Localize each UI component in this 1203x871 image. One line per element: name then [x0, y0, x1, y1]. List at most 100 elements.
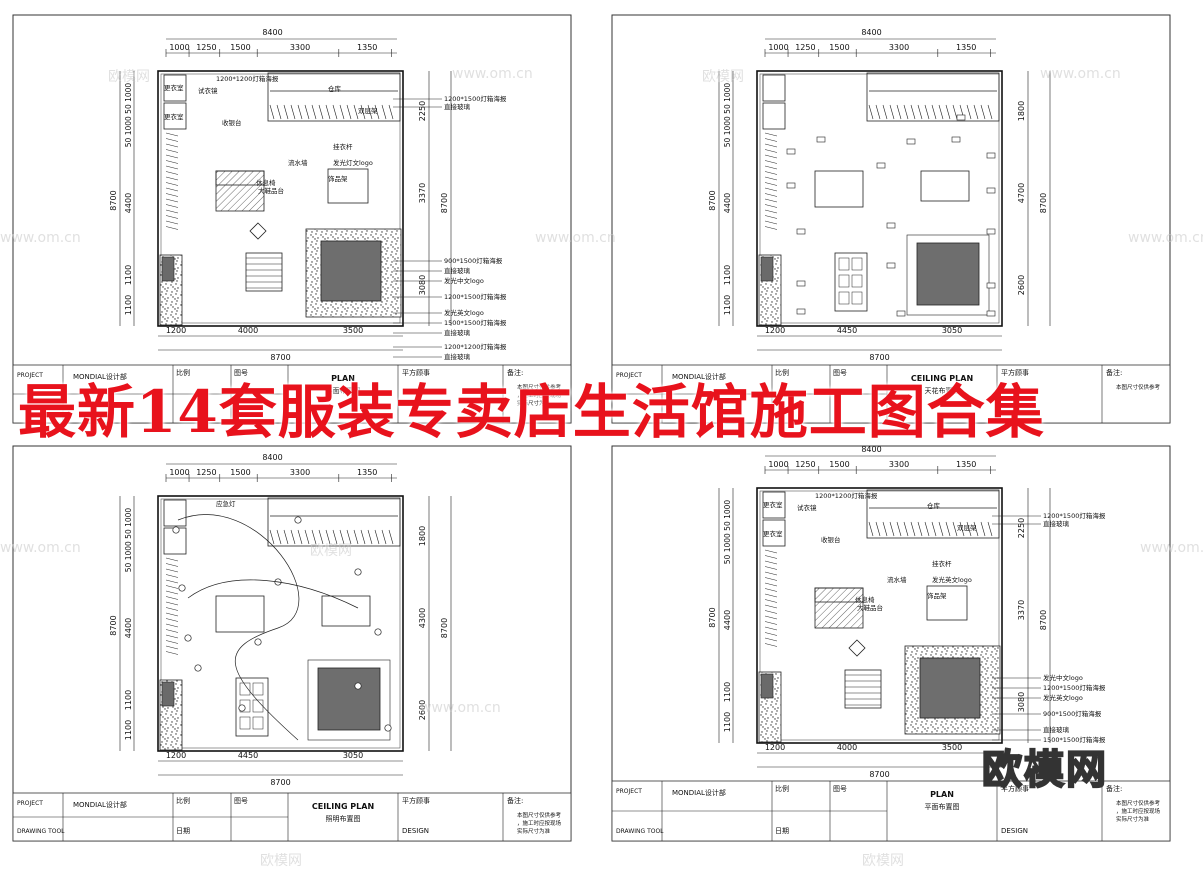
downlight-icon	[876, 162, 886, 169]
accessory-table	[327, 168, 369, 204]
downlight-icon	[906, 138, 916, 145]
dimension-label: 1100	[723, 295, 732, 315]
title-block-field: 比例	[775, 784, 789, 793]
plan-line	[165, 590, 179, 595]
annotation-label: 挂衣杆	[932, 559, 952, 568]
plan-line	[764, 143, 778, 148]
bench	[814, 587, 864, 603]
plan-line	[764, 577, 778, 581]
plan-line	[764, 154, 778, 159]
annotation-label: 直接玻璃	[444, 352, 471, 361]
plan-line	[346, 529, 352, 545]
downlight-icon	[886, 262, 896, 269]
fitting-room	[762, 491, 786, 519]
title-block-field: 日期	[176, 827, 190, 835]
plan-line	[165, 640, 179, 644]
dimension-label: 8700	[708, 190, 717, 210]
downlight-icon	[986, 310, 996, 317]
inner-wall	[160, 73, 401, 324]
plan-line	[165, 154, 179, 159]
annotation-label: 流水墙	[288, 158, 308, 167]
plan-line	[346, 104, 352, 120]
company-name: MONDIAL设计部	[73, 800, 127, 809]
ceiling-panel	[235, 677, 269, 737]
dimension-label: 1350	[956, 43, 976, 52]
dimension-label: 3500	[343, 326, 363, 335]
note-text: ，施工时应按现场	[1116, 807, 1161, 815]
plan-line	[764, 549, 778, 554]
note-text: 实际尺寸为准	[517, 827, 551, 835]
sheet-border	[12, 14, 572, 424]
dimension-label: 8700	[270, 778, 290, 787]
dimension-label: 8700	[440, 193, 449, 213]
title-block-field: 备注:	[507, 368, 523, 377]
plan-line	[165, 215, 179, 219]
dimension-label: 1100	[723, 712, 732, 732]
annotation-label: 1500*1500灯箱海报	[1043, 735, 1106, 744]
plan-line	[165, 226, 179, 230]
light-fitting	[851, 291, 863, 305]
annotation-label: 900*1500灯箱海报	[444, 256, 503, 265]
company-name: MONDIAL设计部	[672, 788, 726, 797]
ceiling-panel	[215, 595, 265, 633]
ceiling-light-icon	[254, 638, 262, 646]
annotation-label: 大鞋品台	[258, 186, 284, 195]
display-block	[161, 256, 175, 282]
plan-line	[165, 165, 179, 170]
plan-line	[889, 521, 895, 537]
ceiling-light-icon	[384, 724, 392, 732]
title-block-field: 日期	[775, 827, 789, 835]
note-text: 本图尺寸仅供参考	[1116, 383, 1161, 391]
watermark-text: www.om.cn	[1128, 230, 1203, 246]
plan-line	[764, 198, 778, 203]
note-text: ，施工时应按现场	[517, 391, 562, 399]
plan-line	[764, 187, 778, 192]
dimension-label: 4450	[238, 751, 258, 760]
dimension-label: 1800	[418, 526, 427, 546]
plan-line	[973, 104, 979, 120]
annotation-label: 更衣室	[164, 112, 184, 121]
center-display-island	[919, 657, 981, 719]
ceiling-light-icon	[238, 704, 246, 712]
plan-line	[318, 529, 324, 545]
downlight-icon	[796, 228, 806, 235]
watermark-text: 欧模网	[108, 69, 150, 85]
dimension-label: 8700	[869, 770, 889, 779]
dimension-label: 1000	[768, 43, 788, 52]
plan-line	[339, 529, 345, 545]
plan-line	[367, 104, 373, 120]
dimension-label: 3370	[418, 183, 427, 203]
plan-line	[283, 529, 289, 545]
plan-line	[903, 521, 909, 537]
dimension-label: 1100	[124, 720, 133, 740]
plan-line	[875, 521, 881, 537]
annotation-label: 发光英文logo	[444, 308, 484, 317]
dimension-label: 1000	[768, 460, 788, 469]
plan-line	[764, 176, 778, 181]
plan-line	[938, 104, 944, 120]
plan-line	[165, 629, 179, 633]
plan-line	[165, 618, 179, 622]
sheet-border	[12, 445, 572, 842]
plan-line	[764, 220, 778, 225]
annotation-label: 更衣室	[164, 83, 184, 92]
plan-line	[910, 521, 916, 537]
storage-room	[866, 489, 1000, 539]
note-text: 本图尺寸仅供参考	[517, 811, 562, 819]
inner-wall	[759, 73, 1000, 324]
dimension-label: 4700	[1017, 183, 1026, 203]
annotation-label: 应急灯	[216, 499, 236, 508]
plan-line	[764, 209, 778, 214]
ceiling-light-icon	[194, 664, 202, 672]
annotation-label: 收银台	[222, 118, 242, 127]
downlight-icon	[796, 308, 806, 315]
plan-line	[764, 588, 778, 592]
dimension-label: 8700	[708, 607, 717, 627]
light-fitting	[252, 716, 264, 730]
dimension-label: 2250	[418, 101, 427, 121]
plan-line	[764, 555, 778, 559]
title-block-field: 备注:	[507, 796, 523, 805]
downlight-icon	[796, 280, 806, 287]
light-fitting	[851, 274, 863, 288]
plan-line	[311, 104, 317, 120]
